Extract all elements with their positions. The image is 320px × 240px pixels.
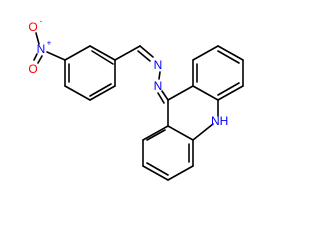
bond [64,45,91,61]
bond [37,55,43,64]
bond [46,51,66,61]
nitro-oxygen-charge: - [40,17,43,26]
bond [89,85,116,101]
bond [217,50,240,64]
bond [192,45,219,61]
nitro-oxygen-label: O [28,20,37,34]
bond [217,82,240,96]
bond [89,83,112,97]
bond [142,165,169,181]
bond [157,92,165,104]
bond [33,53,38,61]
bond [192,85,219,101]
atom-labels: O - N + O N N NH [28,17,228,129]
bond [89,45,116,61]
bond [217,85,244,101]
bond [142,125,169,141]
bonds [33,32,244,181]
azine-nitrogen-label: N [154,58,163,72]
acridine-nh-label: NH [211,114,228,128]
bond [146,129,166,141]
chemical-structure: O - N + O N N NH [28,17,244,181]
bond [167,125,194,141]
bond [139,45,154,58]
bond [158,71,161,80]
bond [91,50,114,65]
bond [161,90,169,101]
bond [114,45,141,61]
nitro-oxygen-label: O [28,62,37,76]
bond [35,32,40,45]
bond [64,85,91,101]
bond [217,45,244,61]
bond [146,162,169,176]
bond [137,50,151,62]
bond [192,123,214,141]
azine-nitrogen-label: N [154,79,163,93]
nitro-nitrogen-charge: + [47,39,52,48]
bond [167,85,194,101]
bond [167,165,194,181]
nitro-nitrogen-label: N [37,42,46,56]
